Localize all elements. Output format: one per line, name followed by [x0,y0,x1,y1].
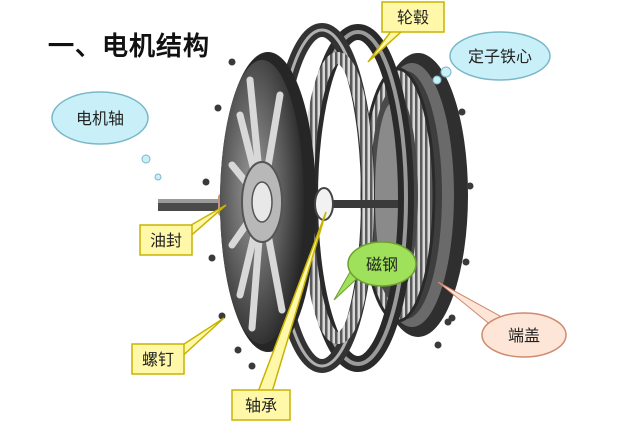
callout-oil-seal: 油封 [139,204,227,256]
page-title: 一、电机结构 [48,32,211,62]
motor-shaft-label: 电机轴 [76,109,124,128]
callout-motor-shaft: 电机轴 [51,91,162,181]
callout-end-cover: 端盖 [437,281,567,358]
screw-label: 螺钉 [142,350,174,369]
callout-magnet: 磁钢 [333,241,417,301]
oil-seal-label: 油封 [150,231,182,250]
hub-label: 轮毂 [397,8,429,27]
front-end-cover-shape [220,52,334,352]
callout-hub: 轮毂 [367,1,445,63]
callout-bearing: 轴承 [231,211,327,421]
callout-screw: 螺钉 [131,317,225,375]
screws [202,58,474,370]
stator-core-label: 定子铁心 [468,47,532,66]
magnet-label: 磁钢 [366,255,398,274]
bearing-label: 轴承 [245,396,277,415]
callout-stator-core: 定子铁心 [432,31,551,85]
end-cover-label: 端盖 [508,326,540,345]
